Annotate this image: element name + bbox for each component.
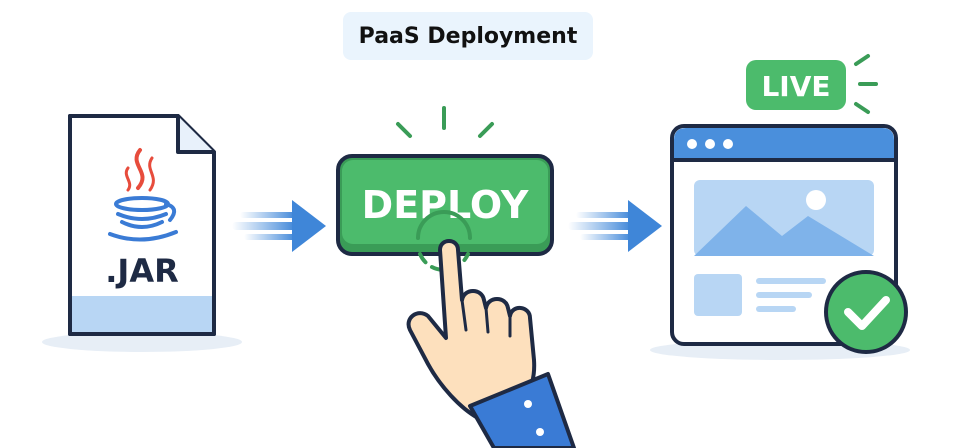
live-label: LIVE [761,70,830,103]
live-status-badge: LIVE [746,54,878,114]
motion-arrow-icon [568,200,662,252]
pointing-hand-icon [406,239,576,448]
page-title: PaaS Deployment [343,12,593,60]
check-circle-icon [824,270,908,354]
deploy-label: DEPLOY [362,183,529,227]
java-jar-file-icon: .JAR [42,114,242,352]
motion-arrow-icon [232,200,326,252]
image-placeholder-icon [694,180,874,256]
java-coffee-cup-icon [108,148,178,242]
jar-label: .JAR [105,252,178,290]
